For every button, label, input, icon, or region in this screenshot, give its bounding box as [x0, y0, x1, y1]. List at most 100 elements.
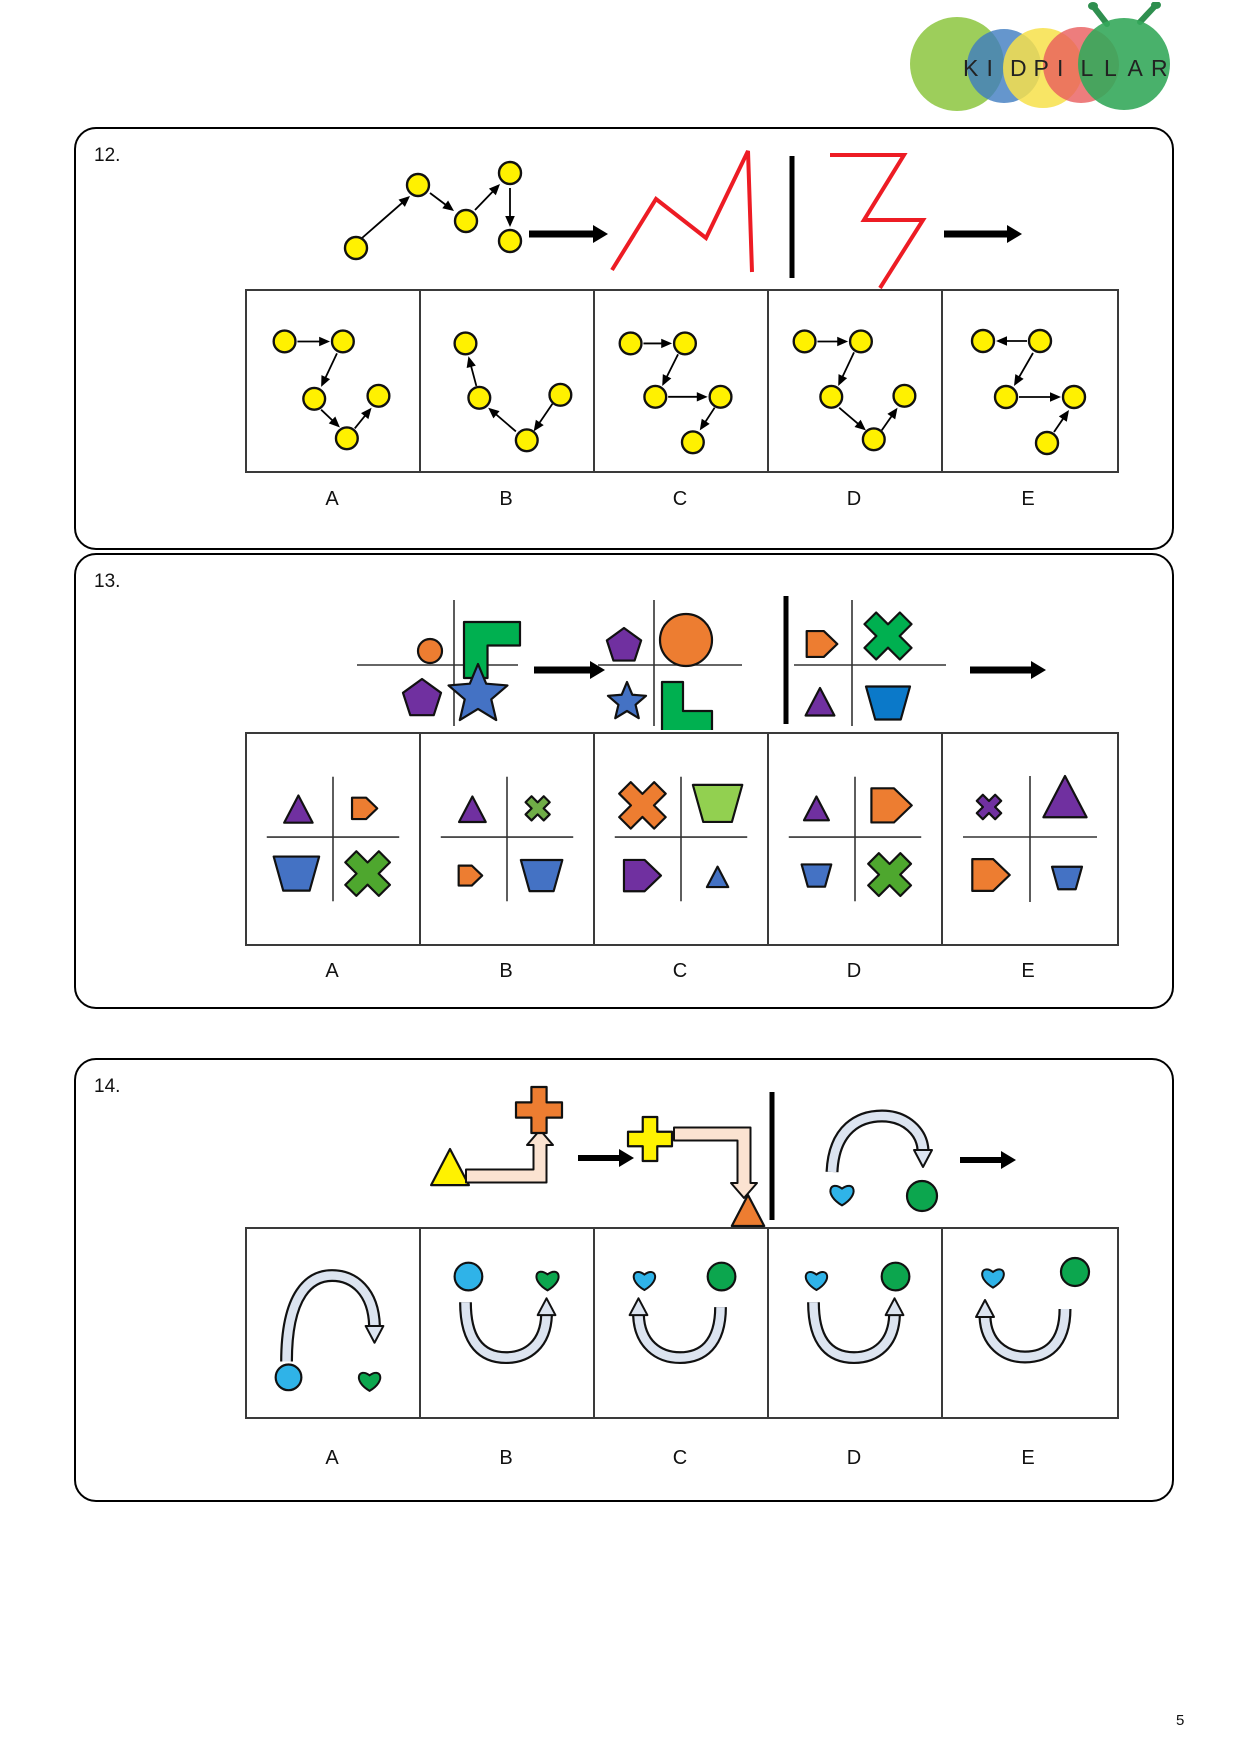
- curved-arrow: [807, 1297, 905, 1365]
- option-letter: E: [1021, 1447, 1035, 1469]
- quadrant-grid: [788, 776, 922, 902]
- orange-circle: [416, 637, 444, 665]
- option-figure: [272, 329, 391, 451]
- question-14-number: 14.: [94, 1076, 121, 1097]
- option-figure: [628, 1261, 737, 1365]
- blue-trapezoid: [864, 685, 912, 721]
- yellow-dot: [405, 172, 431, 198]
- yellow-cross: [626, 1115, 674, 1163]
- option-letter: A: [325, 960, 339, 982]
- arrow: [1014, 352, 1034, 386]
- yellow-dot: [1034, 430, 1060, 456]
- logo-letter: P: [1034, 55, 1049, 81]
- page-number: 5: [1176, 1712, 1185, 1729]
- elbow-arrow-up: [465, 1129, 554, 1184]
- q14-option-B[interactable]: [421, 1229, 595, 1417]
- curved-arrow: [280, 1269, 385, 1362]
- arrow: [668, 392, 708, 402]
- green-circle: [905, 1179, 939, 1213]
- question-13-options: [245, 732, 1119, 946]
- transform-arrow: [529, 225, 608, 243]
- option-letter: D: [846, 960, 862, 982]
- green-l-shape: [660, 680, 714, 730]
- triangle-shape: [1042, 774, 1088, 819]
- arrow: [466, 356, 478, 387]
- yellow-dot: [1061, 384, 1087, 410]
- arrow: [662, 353, 679, 386]
- trapezoid-shape: [519, 858, 564, 893]
- yellow-dot: [672, 331, 698, 356]
- q13-option-C[interactable]: [595, 734, 769, 944]
- q12-option-E[interactable]: [943, 291, 1117, 471]
- arrow: [1019, 392, 1061, 402]
- option-letter: E: [1021, 960, 1035, 982]
- heart-shape: [535, 1270, 560, 1292]
- option-letter: A: [325, 488, 339, 510]
- option-figure: [975, 1256, 1091, 1364]
- yellow-dot: [302, 386, 327, 411]
- circle-shape: [274, 1363, 303, 1392]
- q14-option-E[interactable]: [943, 1229, 1117, 1417]
- arrow: [320, 409, 340, 428]
- option-letter: B: [499, 1447, 513, 1469]
- q12-option-B[interactable]: [421, 291, 595, 471]
- answer-arrow: [960, 1151, 1016, 1169]
- quadrant-grid: [963, 776, 1097, 902]
- triangle-shape: [457, 795, 487, 824]
- yellow-dot: [708, 384, 733, 409]
- yellow-dot: [861, 427, 886, 452]
- pentagon-right-shape: [350, 796, 379, 821]
- path-arrow: [474, 184, 500, 211]
- x-shape: [618, 781, 667, 830]
- blue-heart: [829, 1184, 855, 1207]
- q12-option-C[interactable]: [595, 291, 769, 471]
- q13-option-E[interactable]: [943, 734, 1117, 944]
- q14-option-D[interactable]: [769, 1229, 943, 1417]
- option-letter: E: [1021, 488, 1035, 510]
- option-figure: [614, 776, 748, 902]
- q13-option-B[interactable]: [421, 734, 595, 944]
- path-arrow: [361, 196, 410, 239]
- yellow-dot: [453, 331, 478, 356]
- heart-shape: [632, 1271, 656, 1292]
- q14-option-A[interactable]: [247, 1229, 421, 1417]
- yellow-triangle: [429, 1147, 471, 1187]
- green-x: [863, 611, 913, 661]
- q13-option-D[interactable]: [769, 734, 943, 944]
- circle-shape: [706, 1261, 737, 1292]
- logo-letter: I: [1057, 55, 1063, 81]
- q14-option-C[interactable]: [595, 1229, 769, 1417]
- yellow-dot: [366, 383, 391, 408]
- purple-pentagon: [605, 626, 643, 662]
- question-14-options: [245, 1227, 1119, 1419]
- logo-letter: K: [963, 55, 979, 81]
- question-13-number: 13.: [94, 571, 121, 592]
- trapezoid-shape: [272, 855, 321, 892]
- red-zigzag-3: [830, 153, 927, 290]
- pentagon-right-shape: [622, 858, 663, 893]
- circle-shape: [453, 1261, 484, 1292]
- option-figure: [266, 776, 400, 902]
- answer-arrow: [970, 661, 1046, 679]
- option-figure: [618, 331, 733, 455]
- option-letter: B: [499, 488, 513, 510]
- yellow-dot: [848, 329, 873, 354]
- q12-option-A[interactable]: [247, 291, 421, 471]
- option-figure: [963, 774, 1097, 902]
- transform-arrow: [534, 661, 605, 679]
- elbow-arrow-down: [673, 1126, 758, 1199]
- arrow: [699, 407, 716, 431]
- arrow: [321, 352, 338, 387]
- q12-option-D[interactable]: [769, 291, 943, 471]
- yellow-dot: [548, 382, 573, 407]
- q13-option-A[interactable]: [247, 734, 421, 944]
- arrow: [488, 407, 517, 433]
- purple-triangle: [804, 686, 836, 717]
- logo-letter: D: [1010, 55, 1027, 81]
- arrow: [297, 336, 331, 347]
- arrow: [838, 351, 855, 386]
